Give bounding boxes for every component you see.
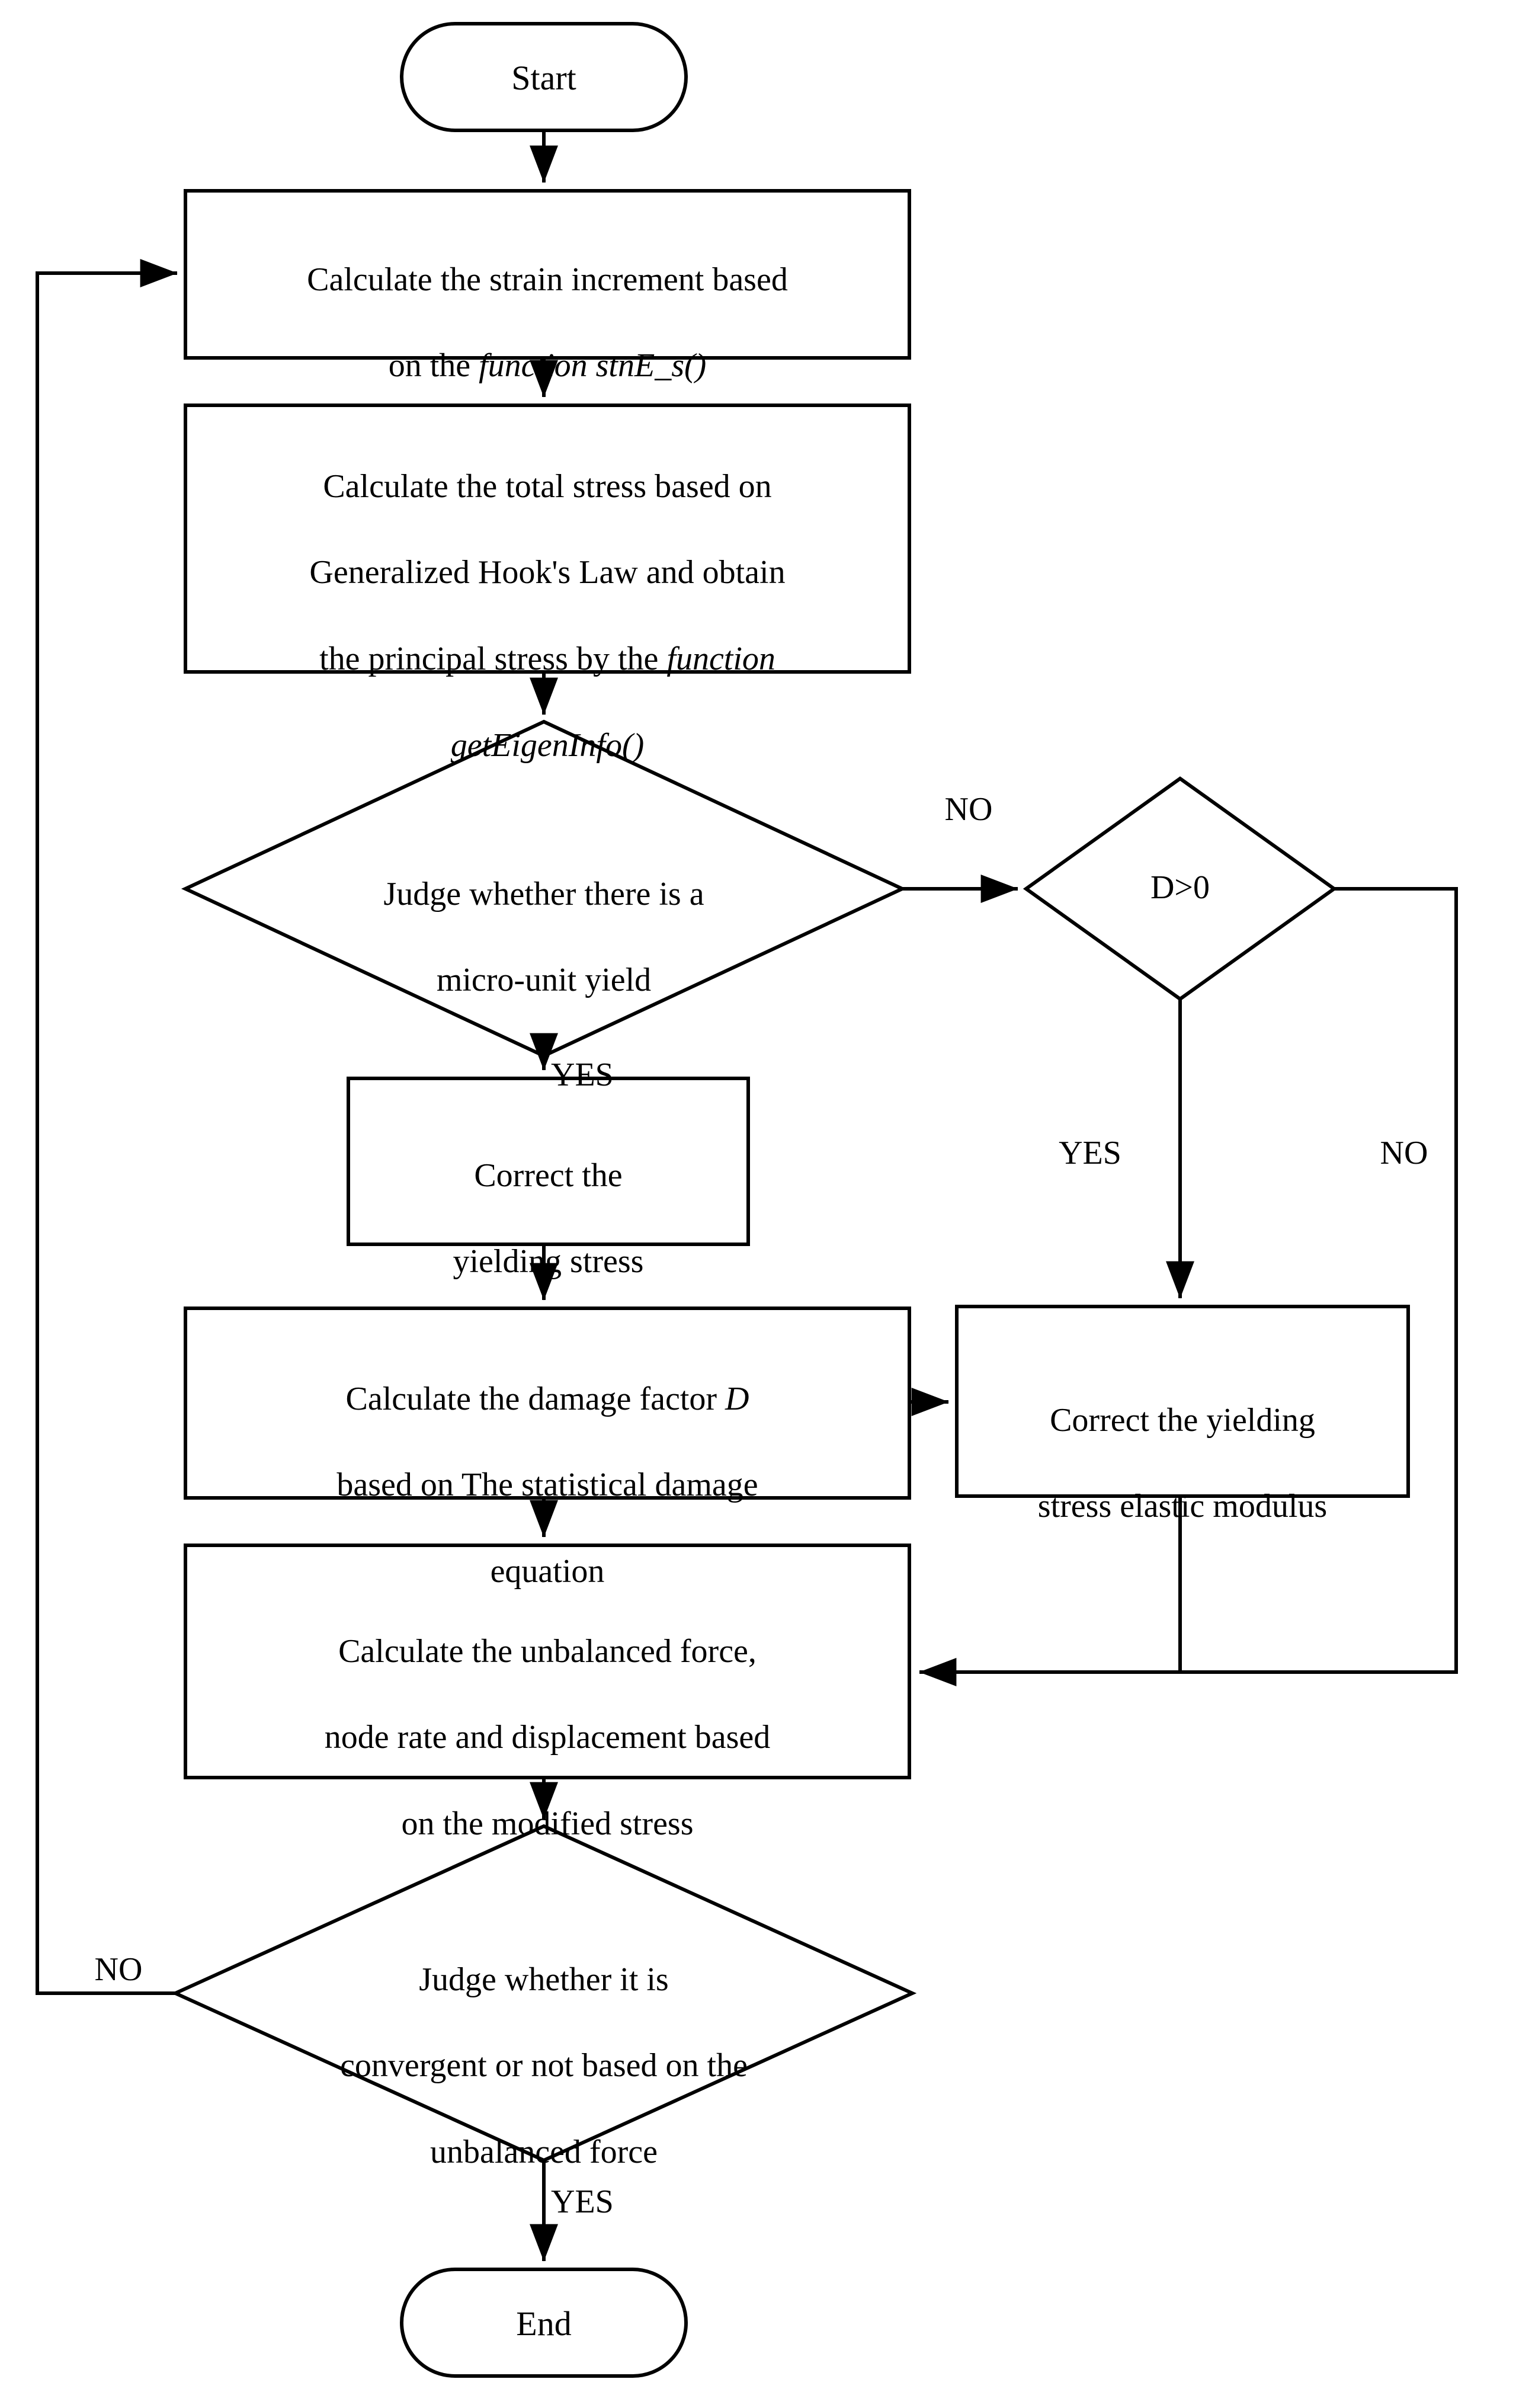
node-end-shape bbox=[400, 2268, 688, 2378]
node-start-shape bbox=[400, 22, 688, 132]
node-correct-em-shape bbox=[955, 1305, 1410, 1498]
edge-judge-conv-no-loop-to-strain bbox=[36, 259, 178, 1995]
node-correct-ys-shape bbox=[347, 1077, 750, 1246]
node-judge-yield-shape bbox=[181, 719, 907, 1058]
node-d-gt-0-shape bbox=[1023, 776, 1338, 1001]
node-judge-conv-shape bbox=[171, 1824, 917, 2163]
node-unbalanced-shape bbox=[184, 1544, 911, 1779]
node-damage-shape bbox=[184, 1307, 911, 1500]
node-stress-shape bbox=[184, 404, 911, 674]
node-strain-shape bbox=[184, 189, 911, 360]
edge-d-no-to-unbalanced bbox=[919, 887, 1458, 1686]
